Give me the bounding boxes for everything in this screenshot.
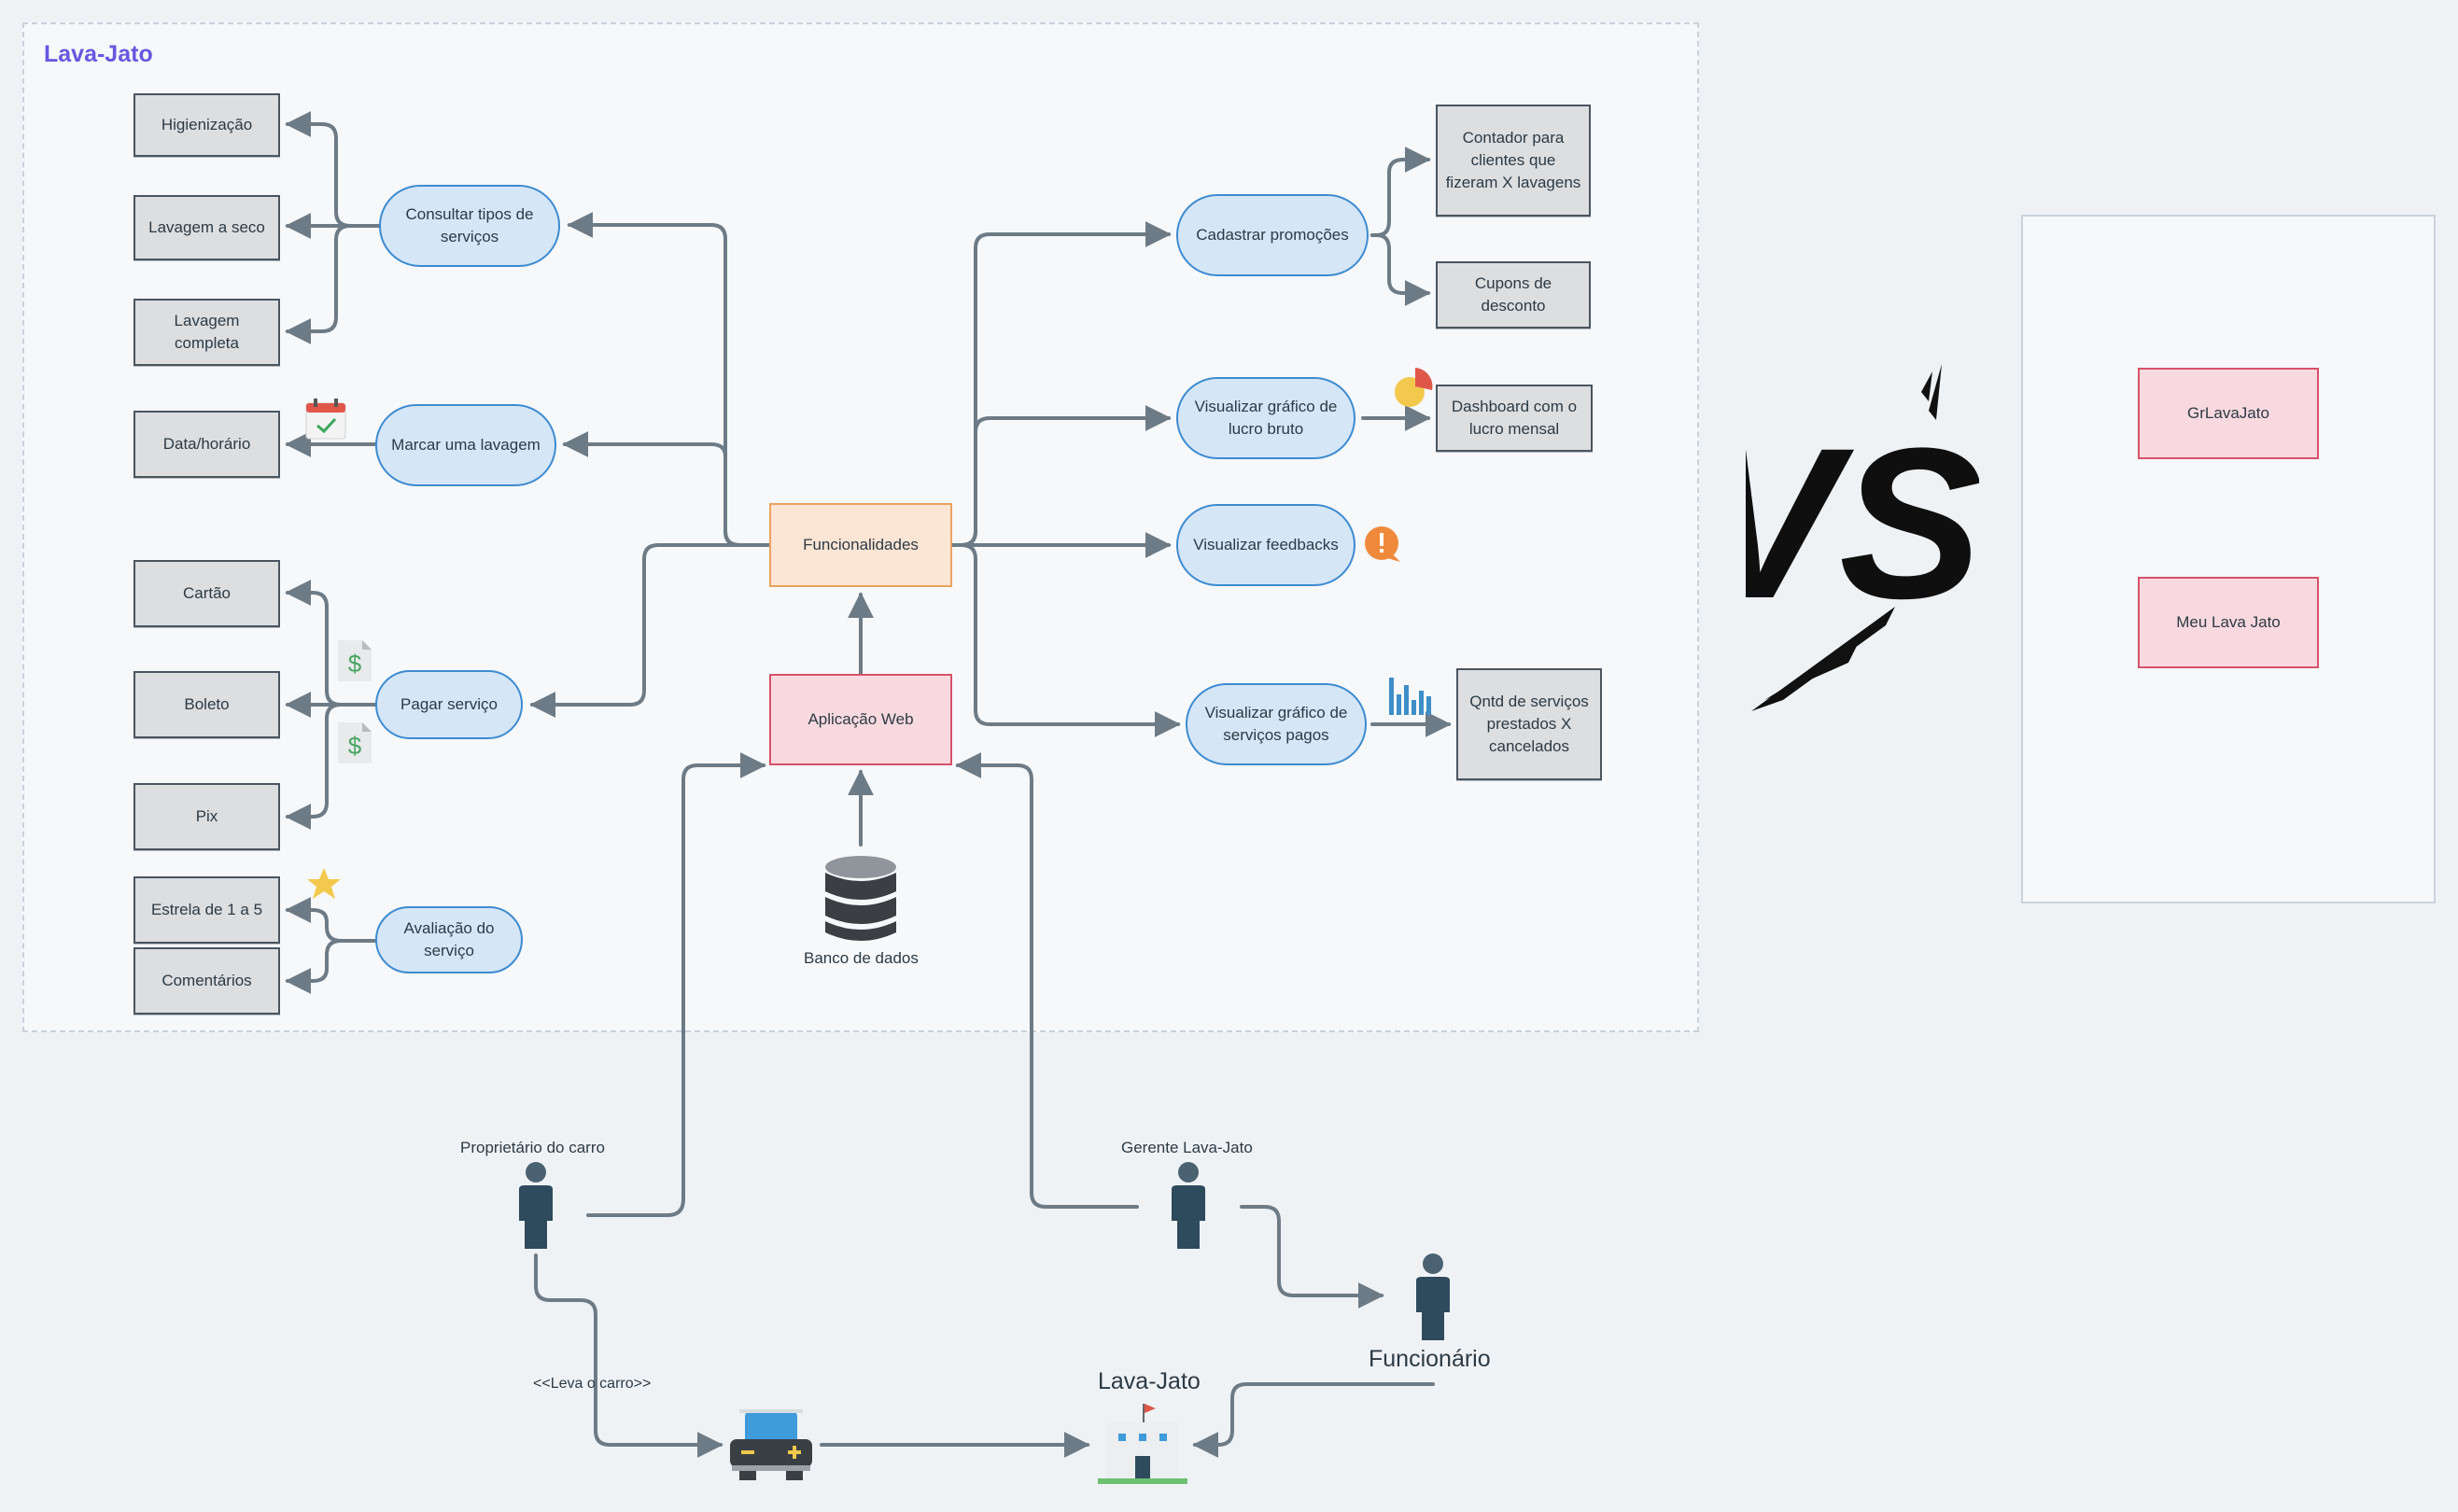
node-lavagem-completa[interactable]: Lavagem completa (133, 299, 280, 366)
node-cartao[interactable]: Cartão (133, 560, 280, 627)
label-leva-carro: <<Leva o carro>> (533, 1376, 652, 1392)
node-marcar[interactable]: Marcar uma lavagem (375, 404, 556, 486)
car-icon (730, 1409, 812, 1480)
money-document-icon: $ (338, 722, 372, 763)
person-icon (519, 1162, 553, 1249)
pie-chart-icon (1395, 368, 1433, 407)
building-icon (1098, 1404, 1187, 1484)
node-cadastrar[interactable]: Cadastrar promoções (1176, 194, 1369, 276)
vs-text: VS (1746, 403, 1979, 643)
node-aplicacao-web[interactable]: Aplicação Web (769, 674, 952, 765)
node-pix[interactable]: Pix (133, 783, 280, 850)
node-consultar[interactable]: Consultar tipos de serviços (379, 185, 560, 267)
svg-text:$: $ (348, 732, 362, 760)
calendar-icon (305, 399, 346, 440)
vs-graphic: VS (1746, 364, 1979, 711)
person-icon (1172, 1162, 1205, 1249)
node-feedbacks[interactable]: Visualizar feedbacks (1176, 504, 1355, 586)
alert-bubble-icon (1365, 526, 1400, 562)
node-grlavajato[interactable]: GrLavaJato (2138, 368, 2319, 459)
node-cupons[interactable]: Cupons de desconto (1436, 261, 1591, 329)
svg-text:$: $ (348, 650, 362, 678)
node-contador[interactable]: Contador para clientes que fizeram X lav… (1436, 105, 1591, 217)
star-icon (307, 868, 341, 899)
money-document-icon: $ (338, 640, 372, 681)
node-meu-lava-jato[interactable]: Meu Lava Jato (2138, 577, 2319, 668)
label-banco-dados: Banco de dados (804, 949, 919, 967)
comparison-panel (2021, 215, 2436, 903)
label-proprietario: Proprietário do carro (460, 1139, 605, 1156)
node-funcionalidades[interactable]: Funcionalidades (769, 503, 952, 587)
node-data-horario[interactable]: Data/horário (133, 411, 280, 478)
node-higienizacao[interactable]: Higienização (133, 93, 280, 157)
label-lavajato: Lava-Jato (1098, 1368, 1201, 1394)
label-funcionario: Funcionário (1369, 1346, 1491, 1372)
node-lavagem-seco[interactable]: Lavagem a seco (133, 195, 280, 260)
database-icon (825, 856, 896, 941)
label-gerente: Gerente Lava-Jato (1121, 1139, 1253, 1156)
frame-title: Lava-Jato (44, 41, 153, 67)
node-grafico-servicos[interactable]: Visualizar gráfico de serviços pagos (1186, 683, 1367, 765)
bar-chart-icon (1389, 678, 1431, 715)
node-qntd[interactable]: Qntd de serviços prestados X cancelados (1456, 668, 1602, 780)
node-dashboard[interactable]: Dashboard com o lucro mensal (1436, 385, 1593, 452)
person-icon (1416, 1253, 1450, 1340)
node-avaliacao[interactable]: Avaliação do serviço (375, 906, 523, 973)
node-boleto[interactable]: Boleto (133, 671, 280, 738)
node-comentarios[interactable]: Comentários (133, 947, 280, 1015)
node-grafico-lucro[interactable]: Visualizar gráfico de lucro bruto (1176, 377, 1355, 459)
node-estrela[interactable]: Estrela de 1 a 5 (133, 876, 280, 944)
node-pagar[interactable]: Pagar serviço (375, 670, 523, 739)
